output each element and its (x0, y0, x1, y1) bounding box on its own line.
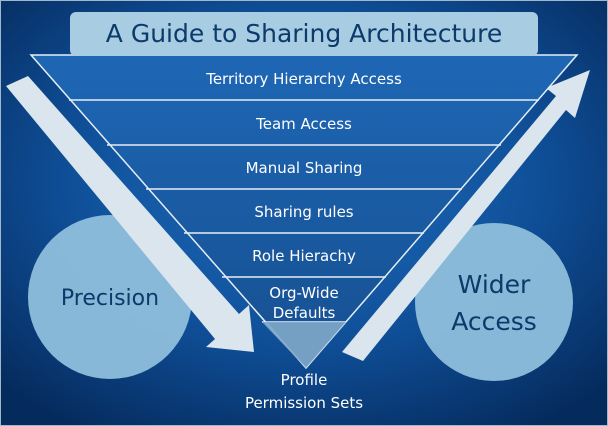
level-label: Role Hierachy (252, 247, 356, 265)
page-title: A Guide to Sharing Architecture (106, 19, 502, 48)
pyramid-tip (262, 322, 346, 368)
level-label: Territory Hierarchy Access (205, 70, 402, 88)
base-label: Permission Sets (245, 394, 363, 412)
wider-access-circle (415, 223, 573, 381)
level-label: Sharing rules (254, 203, 353, 221)
wider-access-label: Wider (458, 270, 531, 299)
wider-access-arrow (342, 70, 590, 361)
level-label: Org-Wide (269, 284, 338, 302)
precision-arrow (6, 76, 254, 352)
level-label: Defaults (273, 304, 336, 322)
title-box (70, 12, 538, 56)
base-label: Profile (281, 371, 328, 389)
precision-label: Precision (61, 286, 159, 311)
wider-access-label: Access (451, 307, 537, 336)
level-label: Team Access (255, 115, 352, 133)
level-label: Manual Sharing (246, 159, 363, 177)
